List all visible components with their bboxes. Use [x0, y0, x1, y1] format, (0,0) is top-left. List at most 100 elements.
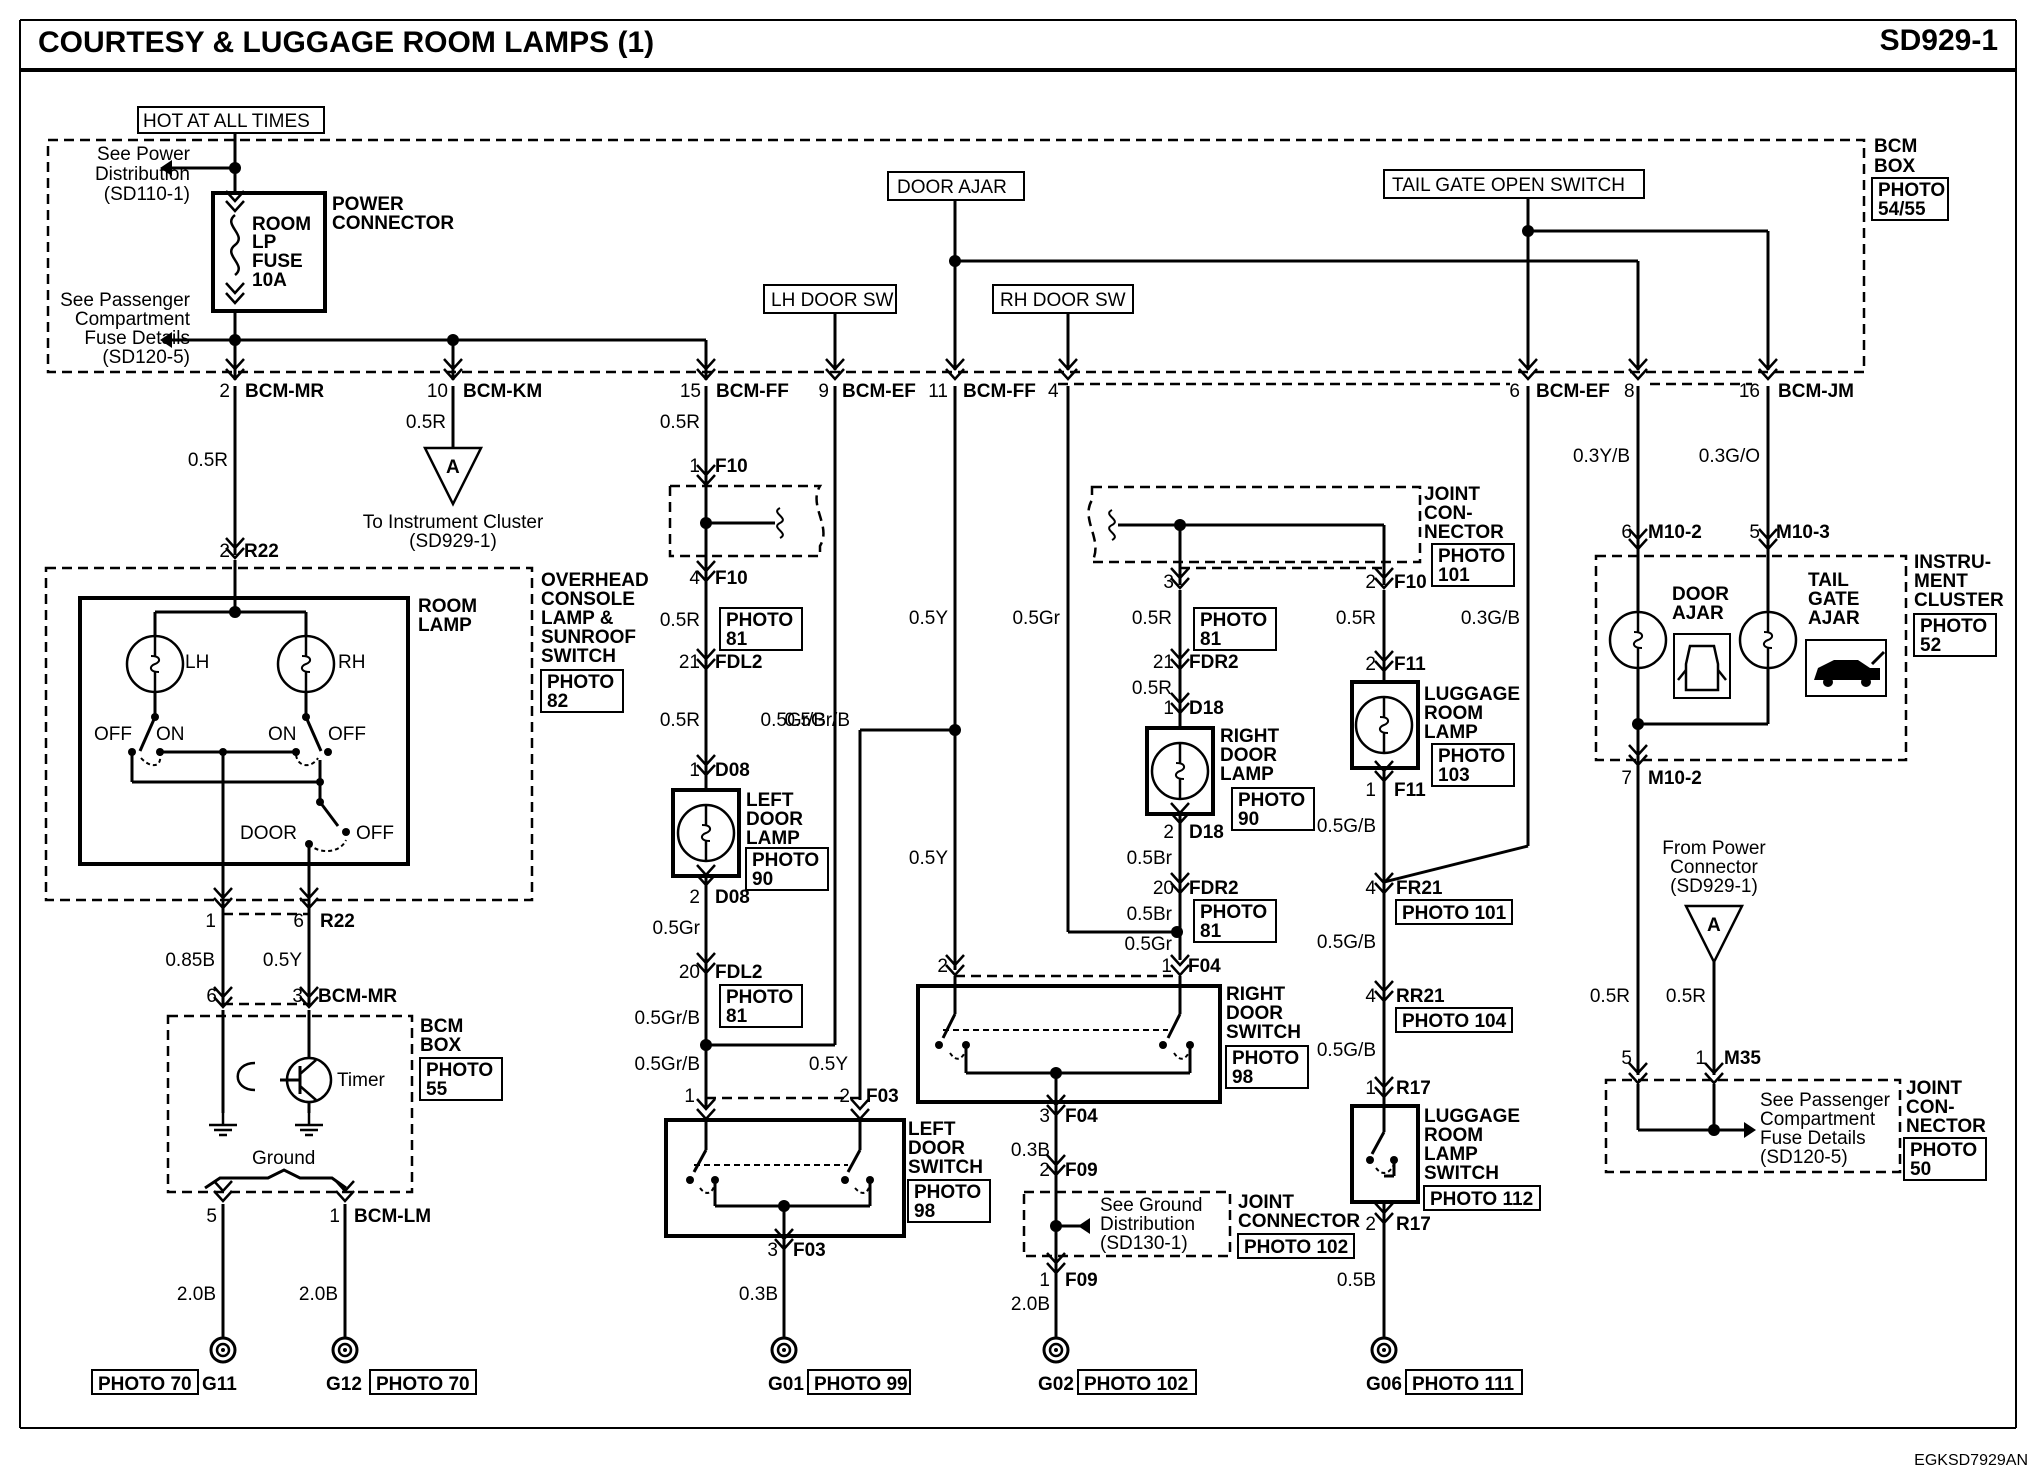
tail-gate-ajar-3: AJAR [1808, 608, 1860, 629]
photo-81b-b: 81 [726, 1006, 748, 1027]
wire-w3: 0.5R [660, 412, 700, 433]
photo-90a-a: PHOTO [752, 850, 819, 871]
pin-m35: M35 [1724, 1048, 1761, 1069]
pin-m10a-5: 5 [1749, 522, 1760, 543]
pin-d08a: D08 [715, 760, 750, 781]
pin-f09b-num: 1 [1039, 1270, 1050, 1291]
photo-98a-b: 98 [914, 1201, 935, 1222]
photo-81c-b: 81 [1200, 629, 1222, 650]
door-label: DOOR [240, 823, 297, 844]
power-dist-ref-1: See Power [97, 144, 191, 165]
wire-w8: 0.5Gr/B [635, 1008, 700, 1029]
wire-w10: 0.5Y [909, 608, 948, 629]
left-door-switch-3: SWITCH [908, 1157, 983, 1178]
photo-5455-a: PHOTO [1878, 180, 1945, 201]
pin-f04b-num: 3 [1039, 1106, 1050, 1127]
luggage-lamp-2: ROOM [1424, 703, 1483, 724]
joint-connector3-3: NECTOR [1906, 1116, 1986, 1137]
photo-101-b: 101 [1438, 565, 1470, 586]
off-label-door: OFF [356, 823, 394, 844]
pin-d08b: D08 [715, 887, 750, 908]
tail-gate-ajar-1: TAIL [1808, 570, 1849, 591]
joint-connector-1: JOINT [1424, 484, 1480, 505]
wire-w33: 2.0B [177, 1284, 216, 1305]
photo-90b-b: 90 [1238, 809, 1259, 830]
photo-103-a: PHOTO [1438, 746, 1505, 767]
pin-bcm-mr-bot: BCM-MR [318, 986, 397, 1007]
pin-r17a: R17 [1396, 1078, 1431, 1099]
wire-w29: 0.5R [1590, 986, 1630, 1007]
wire-w13: 0.5Gr [1012, 608, 1060, 629]
instrument-ref-2: (SD929-1) [409, 531, 497, 552]
pin-f09a-num: 2 [1039, 1160, 1050, 1181]
pin-f10b-num: 4 [689, 568, 700, 589]
left-door-switch-1: LEFT [908, 1119, 956, 1140]
photo-81a-b: 81 [726, 629, 748, 650]
ground-g11-photo: PHOTO 70 [98, 1374, 192, 1395]
lh-label: LH [185, 652, 209, 673]
pin-bcm-lm: BCM-LM [354, 1206, 431, 1227]
lh-door-sw: LH DOOR SW [771, 290, 894, 311]
connector-a-label: A [446, 457, 460, 478]
pin-f11b: F11 [1394, 780, 1426, 801]
luggage-lamp-1: LUGGAGE [1424, 684, 1520, 705]
pin-f04a-1: 1 [1161, 956, 1172, 977]
photo-90b-a: PHOTO [1238, 790, 1305, 811]
pass-fuse2-4: (SD120-5) [1760, 1147, 1848, 1168]
photo-55-a: PHOTO [426, 1060, 493, 1081]
pass-fuse2-2: Compartment [1760, 1109, 1876, 1130]
pin-r17b-num: 2 [1365, 1214, 1376, 1235]
ground-g11: G11 [202, 1374, 237, 1395]
pin-fdl2a: FDL2 [715, 652, 763, 673]
off-label-rh: OFF [328, 724, 366, 745]
photo-104: PHOTO 104 [1402, 1011, 1507, 1032]
pin-bcm-ff11-num: 11 [928, 381, 948, 402]
on-label-rh: ON [268, 724, 297, 745]
pin-r17a-num: 1 [1365, 1078, 1376, 1099]
wire-w17: 0.5Br [1127, 904, 1173, 925]
photo-82-b: 82 [547, 691, 568, 712]
joint-connector3-1: JOINT [1906, 1078, 1962, 1099]
pin-bcm-mr-top: BCM-MR [245, 381, 324, 402]
photo-50-a: PHOTO [1910, 1140, 1977, 1161]
wire-w5: 0.5R [660, 710, 700, 731]
photo-81a-a: PHOTO [726, 610, 793, 631]
pin-fdr2b: FDR2 [1189, 878, 1239, 899]
pin-d18a-num: 1 [1163, 698, 1174, 719]
from-power-3: (SD929-1) [1670, 876, 1758, 897]
wire-w9: 0.5Gr/B [635, 1054, 700, 1075]
overhead-label-4: SUNROOF [541, 627, 636, 648]
door-ajar-signal: DOOR AJAR [897, 177, 1007, 198]
pass-fuse-4: (SD120-5) [102, 347, 190, 368]
pass-fuse2-3: Fuse Details [1760, 1128, 1866, 1149]
photo-98a-a: PHOTO [914, 1182, 981, 1203]
instrument-cluster-1: INSTRU- [1914, 552, 1991, 573]
pin-bcm-mr-bot-6: 6 [206, 986, 217, 1007]
left-door-lamp-3: LAMP [746, 828, 800, 849]
door-ajar-lamp-1: DOOR [1672, 584, 1729, 605]
bcm-box-label-2: BOX [1874, 156, 1916, 177]
tail-gate-signal: TAIL GATE OPEN SWITCH [1392, 175, 1625, 196]
right-door-switch-2: DOOR [1226, 1003, 1283, 1024]
pin-f03a-1: 1 [684, 1086, 695, 1107]
hot-label: HOT AT ALL TIMES [143, 111, 310, 132]
photo-98b-a: PHOTO [1232, 1048, 1299, 1069]
ground-g06: G06 [1366, 1374, 1402, 1395]
pass-fuse2-1: See Passenger [1760, 1090, 1891, 1111]
rh-door-sw: RH DOOR SW [1000, 290, 1126, 311]
photo-82-a: PHOTO [547, 672, 614, 693]
wire-w1: 0.5R [188, 450, 228, 471]
right-door-switch-1: RIGHT [1226, 984, 1286, 1005]
pin-bcm-ef8-num: 8 [1624, 381, 1635, 402]
joint-connector2-2: CONNECTOR [1238, 1211, 1360, 1232]
door-ajar-car-icon [1673, 633, 1731, 699]
pin-m10b-num: 7 [1621, 768, 1632, 789]
wire-w25: 0.5G/B [1317, 1040, 1376, 1061]
pass-fuse-1: See Passenger [60, 290, 191, 311]
pin-d08b-num: 2 [689, 887, 700, 908]
connector-a-label-2: A [1707, 915, 1721, 936]
pin-d18a: D18 [1189, 698, 1224, 719]
pin-r22-bot-1: 1 [205, 911, 216, 932]
luggage-switch-3: LAMP [1424, 1144, 1478, 1165]
